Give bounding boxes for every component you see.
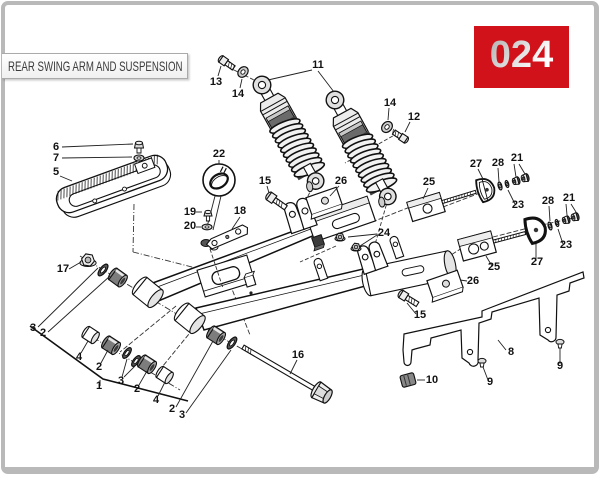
svg-text:16: 16 [292,349,304,361]
svg-text:28: 28 [542,195,554,207]
svg-text:25: 25 [488,261,500,273]
svg-text:26: 26 [467,275,479,287]
svg-text:9: 9 [487,376,493,388]
svg-text:1: 1 [96,380,102,392]
svg-text:4: 4 [76,351,83,363]
svg-text:24: 24 [378,227,391,239]
svg-text:14: 14 [232,88,245,100]
svg-text:15: 15 [259,175,271,187]
svg-text:22: 22 [213,148,225,160]
svg-text:6: 6 [53,141,59,153]
svg-text:23: 23 [560,239,572,251]
svg-text:3: 3 [179,409,185,421]
svg-text:3: 3 [30,322,36,334]
svg-text:12: 12 [408,111,420,123]
svg-text:18: 18 [234,205,246,217]
svg-text:20: 20 [184,220,196,232]
svg-text:21: 21 [563,192,575,204]
svg-text:4: 4 [153,394,160,406]
svg-text:28: 28 [492,157,504,169]
svg-text:17: 17 [57,263,69,275]
svg-text:2: 2 [40,327,46,339]
svg-text:27: 27 [470,158,482,170]
svg-text:21: 21 [511,152,523,164]
svg-text:11: 11 [312,59,324,71]
svg-text:19: 19 [184,206,196,218]
svg-text:5: 5 [53,166,59,178]
svg-text:2: 2 [169,403,175,415]
svg-text:2: 2 [96,361,102,373]
svg-text:15: 15 [414,309,426,321]
svg-text:7: 7 [53,152,59,164]
svg-text:26: 26 [335,175,347,187]
svg-text:13: 13 [210,76,222,88]
svg-text:27: 27 [531,256,543,268]
svg-text:25: 25 [423,176,435,188]
svg-text:9: 9 [557,360,563,372]
svg-text:14: 14 [384,97,397,109]
svg-text:10: 10 [426,374,438,386]
svg-text:3: 3 [118,375,124,387]
svg-text:2: 2 [134,383,140,395]
svg-text:23: 23 [512,199,524,211]
svg-text:8: 8 [508,346,514,358]
